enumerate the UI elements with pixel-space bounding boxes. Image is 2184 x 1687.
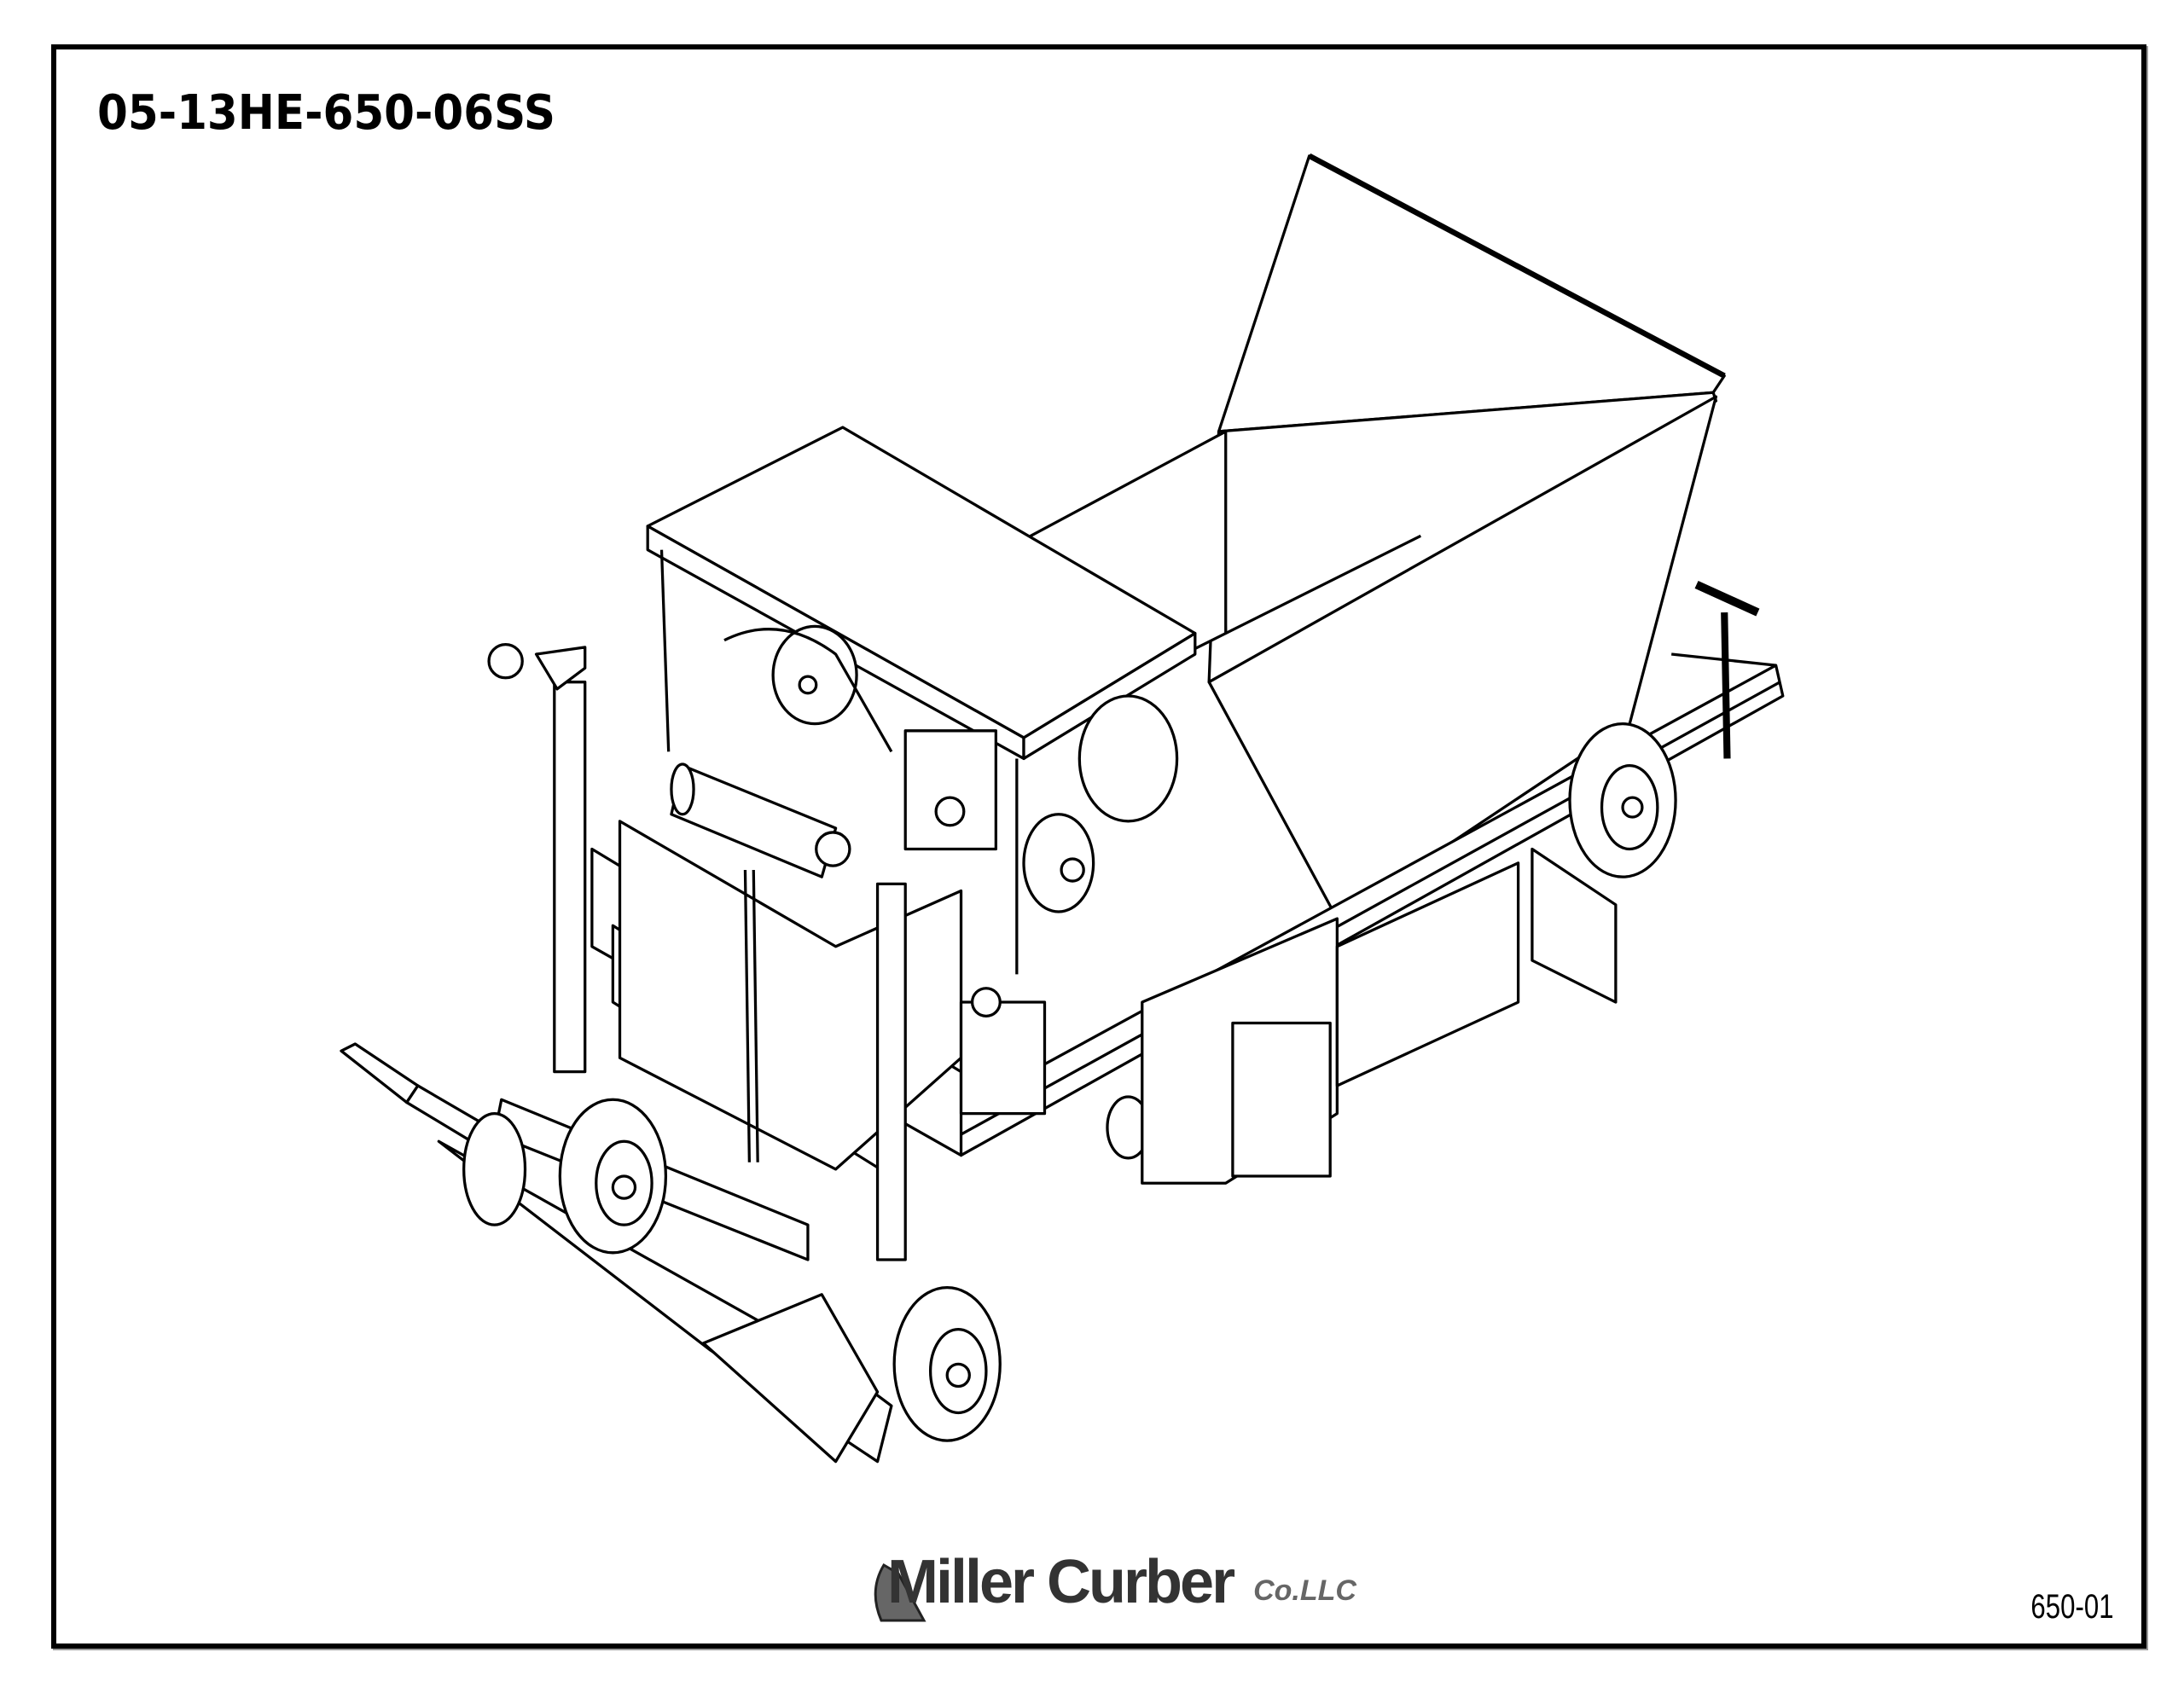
engine: [723, 624, 1179, 913]
part-number-title: 05-13HE-650-06SS: [97, 85, 555, 141]
sheet-number: 650-01: [2030, 1588, 2114, 1626]
drawing-border: [51, 44, 2146, 1649]
logo-name-text: Miller Curber: [887, 1548, 1235, 1616]
logo-suffix-text: Co.LLC: [1253, 1574, 1356, 1607]
rear-fixture: [1141, 580, 1760, 1185]
miller-curber-logo: Miller Curber Co.LLC: [887, 1531, 1356, 1616]
wheels: [462, 722, 1677, 1442]
hopper: [1207, 153, 1726, 920]
posts: [487, 642, 907, 1261]
control-box: [959, 1000, 1047, 1116]
road-curb-logo-icon: [874, 1562, 926, 1622]
